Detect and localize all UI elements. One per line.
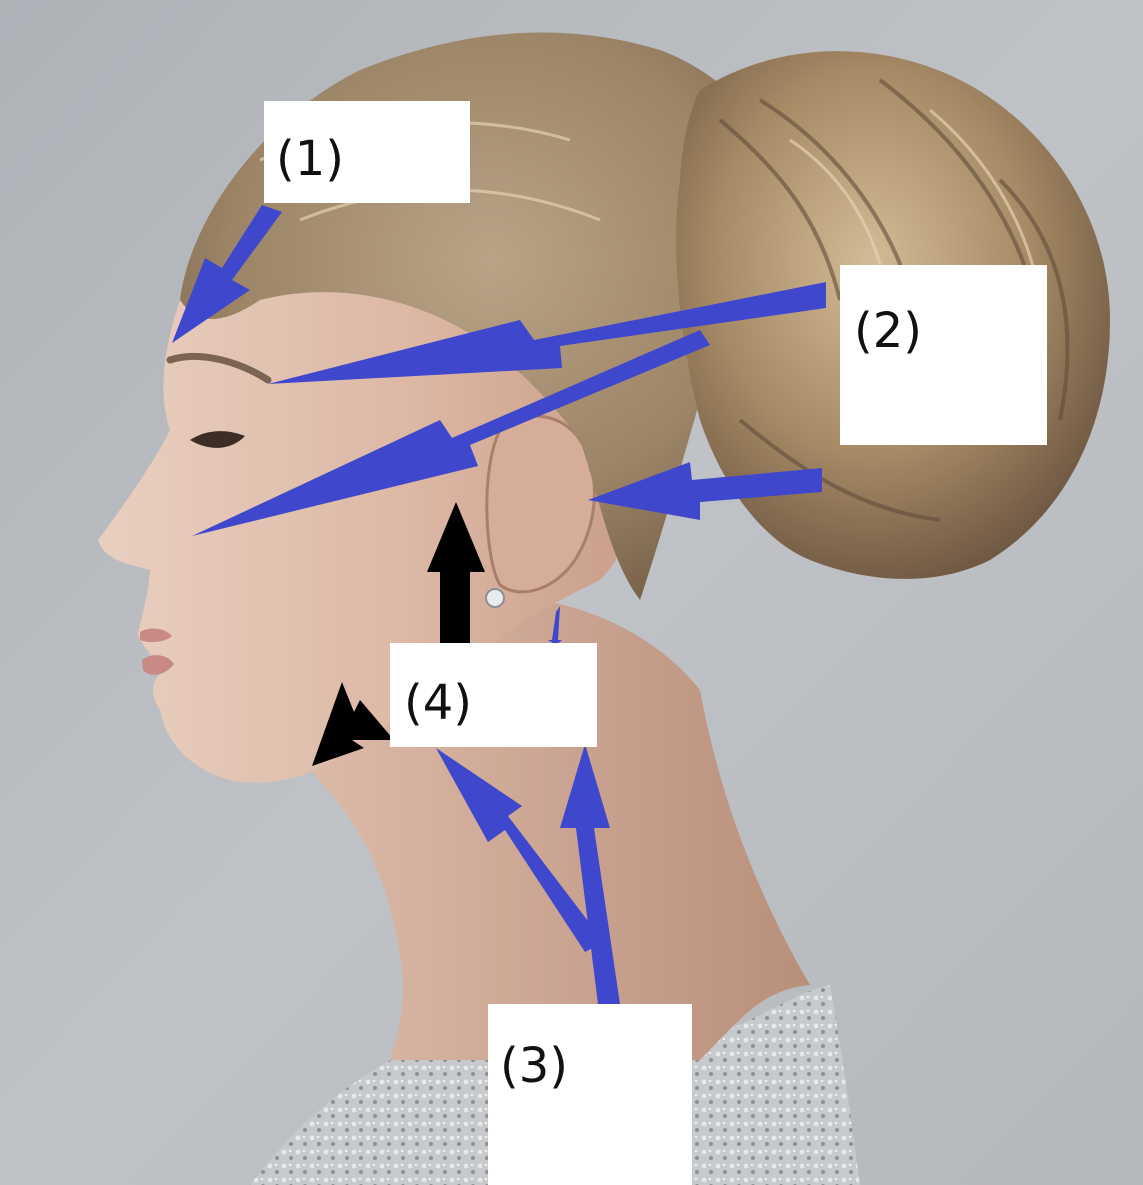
label-box-2: (2) (840, 265, 1047, 445)
label-box-1: (1) (264, 101, 470, 203)
label-2-text: (2) (854, 307, 922, 355)
label-4-text: (4) (404, 679, 472, 727)
earring (486, 589, 504, 607)
label-1-text: (1) (276, 135, 344, 183)
label-box-4: (4) (390, 643, 597, 747)
label-box-3: (3) (488, 1004, 692, 1185)
label-3-text: (3) (500, 1042, 568, 1090)
